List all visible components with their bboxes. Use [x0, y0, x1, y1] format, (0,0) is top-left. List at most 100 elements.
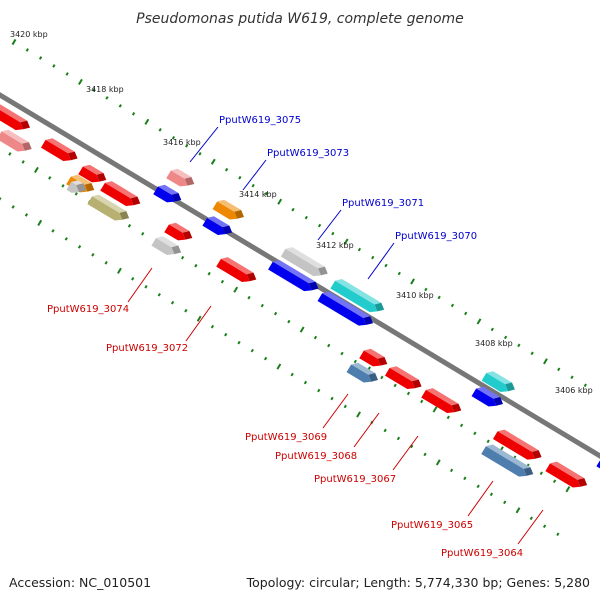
- scale-dot: [393, 383, 397, 388]
- accession-text: Accession: NC_010501: [9, 575, 152, 590]
- gene-feature[interactable]: [151, 234, 183, 261]
- gene-feature[interactable]: [202, 214, 234, 241]
- gene-feature[interactable]: [212, 197, 247, 225]
- gene-feature[interactable]: [153, 182, 183, 208]
- scale-dot: [356, 411, 361, 418]
- scale-dot: [343, 404, 347, 409]
- gene-label[interactable]: PputW619_3067: [314, 474, 396, 485]
- tick-label: 3410 kbp: [396, 291, 434, 300]
- gene-label[interactable]: PputW619_3070: [395, 231, 477, 242]
- gene-feature[interactable]: [481, 369, 517, 398]
- scale-dot: [303, 380, 308, 385]
- gene-feature[interactable]: [421, 386, 463, 419]
- scale-dot: [64, 237, 68, 241]
- leader-line: [317, 209, 342, 241]
- gene-feature[interactable]: [330, 276, 386, 317]
- label-leaders: [127, 126, 544, 545]
- scale-dot: [476, 484, 480, 489]
- gene-feature[interactable]: [87, 192, 131, 226]
- scale-dot: [220, 279, 225, 284]
- gene-feature[interactable]: [346, 360, 381, 388]
- scale-dot: [171, 135, 176, 140]
- leader-line: [353, 412, 380, 448]
- gene-feature[interactable]: [596, 454, 600, 474]
- scale-dot: [353, 359, 357, 364]
- gene-feature[interactable]: [359, 346, 389, 372]
- gene-feature[interactable]: [471, 384, 506, 412]
- scale-dot: [331, 231, 335, 236]
- scale-dot: [459, 423, 464, 428]
- gene-feature[interactable]: [66, 178, 89, 199]
- gene-label[interactable]: PputW619_3065: [391, 520, 473, 531]
- scale-dot: [277, 198, 283, 205]
- topology-text: Topology: circular; Length: 5,774,330 bp…: [246, 575, 590, 590]
- scale-dot: [273, 311, 278, 316]
- scale-dot: [313, 335, 318, 340]
- gene-feature[interactable]: [280, 245, 330, 282]
- scale-dot: [384, 263, 388, 268]
- gene-feature[interactable]: [268, 257, 321, 296]
- gene-feature[interactable]: [481, 442, 535, 482]
- scale-dot: [557, 367, 561, 372]
- gene-label[interactable]: PputW619_3073: [267, 148, 349, 159]
- gene-feature[interactable]: [545, 459, 589, 493]
- scale-dot: [542, 524, 547, 529]
- gene-feature[interactable]: [166, 166, 196, 192]
- scale-dot: [170, 300, 175, 305]
- scale-dot: [437, 295, 441, 300]
- gene-feature[interactable]: [100, 179, 142, 212]
- scale-dot: [410, 444, 414, 449]
- scale-dot: [260, 303, 264, 308]
- gene-feature[interactable]: [384, 364, 424, 395]
- scale-dot: [65, 72, 69, 76]
- scale-dot: [238, 175, 242, 180]
- gene-label[interactable]: PputW619_3075: [219, 115, 301, 126]
- scale-dot: [237, 340, 241, 345]
- scale-dot: [380, 375, 384, 380]
- scale-dot: [34, 166, 39, 174]
- scale-dot: [423, 452, 427, 457]
- scale-dot: [473, 431, 477, 436]
- scale-dot: [185, 143, 189, 148]
- gene-feature[interactable]: [317, 289, 376, 331]
- scale-dot: [570, 375, 574, 380]
- gene-feature[interactable]: [216, 255, 258, 288]
- scale-dot: [287, 319, 291, 324]
- scale-dot: [583, 383, 587, 388]
- gene-feature[interactable]: [164, 220, 194, 246]
- scale-dot: [383, 428, 387, 433]
- scale-dot: [25, 48, 29, 52]
- gene-feature[interactable]: [0, 127, 34, 157]
- gene-label[interactable]: PputW619_3068: [275, 451, 357, 462]
- scale-dot: [158, 128, 162, 132]
- gene-labels: PputW619_3075 PputW619_3073 PputW619_307…: [47, 115, 523, 559]
- scale-dot: [207, 271, 211, 276]
- tick-label: 3414 kbp: [239, 190, 277, 199]
- gene-feature[interactable]: [78, 162, 108, 188]
- scale-dot: [476, 318, 482, 325]
- gene-feature[interactable]: [0, 101, 32, 136]
- scale-dot: [196, 315, 202, 322]
- scale-dot: [396, 436, 401, 441]
- gene-feature[interactable]: [492, 427, 544, 465]
- gene-label[interactable]: PputW619_3069: [245, 432, 327, 443]
- feature-track: [0, 101, 600, 493]
- gene-label[interactable]: PputW619_3074: [47, 304, 129, 315]
- scale-dot: [486, 439, 490, 444]
- gene-label[interactable]: PputW619_3072: [106, 343, 188, 354]
- scale-dot: [78, 78, 83, 86]
- scale-dot: [194, 263, 198, 268]
- gene-label[interactable]: PputW619_3071: [342, 198, 424, 209]
- leader-line: [242, 159, 267, 191]
- scale-dot: [489, 492, 494, 497]
- scale-dot: [37, 219, 43, 226]
- scale-dot: [450, 303, 455, 308]
- scale-dot: [304, 215, 308, 220]
- tick-label: 3416 kbp: [163, 138, 201, 147]
- gene-feature[interactable]: [40, 136, 80, 167]
- scale-dot: [224, 332, 228, 337]
- gene-label[interactable]: PputW619_3064: [441, 548, 523, 559]
- tick-label: 3408 kbp: [475, 339, 513, 348]
